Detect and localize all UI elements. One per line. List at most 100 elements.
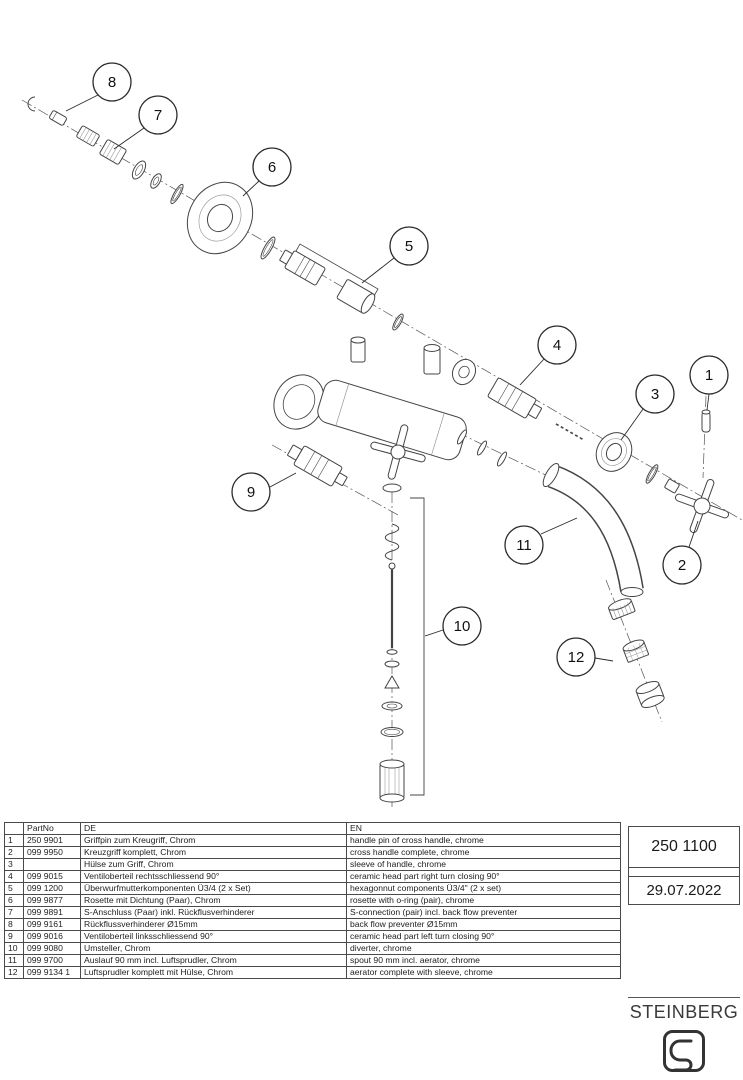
svg-text:11: 11	[516, 537, 532, 554]
svg-text:8: 8	[108, 74, 116, 91]
cell-en: aerator complete with sleeve, chrome	[346, 966, 621, 979]
callout-3: 3	[620, 374, 675, 441]
cell-partno: 099 9016	[23, 930, 81, 943]
cell-de: Rosette mit Dichtung (Paar), Chrom	[80, 894, 347, 907]
cell-de: Griffpin zum Kreugriff, Chrom	[80, 834, 347, 847]
group-bracket	[410, 497, 425, 796]
part-4-ceramic-head-right	[487, 377, 585, 441]
col-header-partno: PartNo	[23, 822, 81, 835]
cell-en: cross handle complete, chrome	[346, 846, 621, 859]
cell-de: Kreuzgriff komplett, Chrom	[80, 846, 347, 859]
s-connection-o-rings	[456, 429, 508, 467]
svg-text:3: 3	[651, 386, 659, 403]
brand-block: STEINBERG	[628, 997, 740, 1074]
group-bracket	[295, 243, 379, 297]
cell-index: 6	[4, 894, 24, 907]
cell-index: 7	[4, 906, 24, 919]
cell-index: 2	[4, 846, 24, 859]
cell-en: diverter, chrome	[346, 942, 621, 955]
cell-en: handle pin of cross handle, chrome	[346, 834, 621, 847]
cell-de: Rückflussverhinderer Ø15mm	[80, 918, 347, 931]
cell-de: Luftsprudler komplett mit Hülse, Chrom	[80, 966, 347, 979]
cell-index: 8	[4, 918, 24, 931]
cell-en: ceramic head part right turn closing 90°	[346, 870, 621, 883]
part-1-handle-pin	[701, 409, 711, 433]
callout-2: 2	[662, 520, 702, 585]
pin-axis-line	[702, 395, 707, 479]
callout-4: 4	[519, 325, 577, 386]
small-cylinder	[350, 336, 366, 363]
cell-en: back flow preventer Ø15mm	[346, 918, 621, 931]
callout-11: 11	[504, 517, 578, 565]
callout-10: 10	[424, 606, 482, 646]
svg-text:1: 1	[705, 367, 713, 384]
part-9-ceramic-head-left	[287, 444, 348, 487]
cell-de: Auslauf 90 mm incl. Luftsprudler, Chrom	[80, 954, 347, 967]
faucet-body	[273, 344, 477, 493]
part-3-handle-sleeve	[595, 432, 633, 472]
cell-index: 12	[4, 966, 24, 979]
cell-partno: 099 9700	[23, 954, 81, 967]
part-2-cross-handle	[674, 478, 730, 534]
col-header-en: EN	[346, 822, 621, 835]
mounted-cross-handle	[370, 424, 426, 480]
callout-12: 12	[556, 637, 614, 677]
cell-en: sleeve of handle, chrome	[346, 858, 621, 871]
cell-de: Umsteller, Chrom	[80, 942, 347, 955]
cell-index: 4	[4, 870, 24, 883]
cell-partno: 099 9080	[23, 942, 81, 955]
table-header-row: PartNo DE EN	[4, 822, 621, 835]
svg-text:4: 4	[553, 337, 561, 354]
cell-partno: 250 9901	[23, 834, 81, 847]
o-ring-small	[392, 313, 404, 331]
svg-text:5: 5	[405, 238, 413, 255]
cell-partno: 099 9161	[23, 918, 81, 931]
cell-index: 9	[4, 930, 24, 943]
cell-en: rosette with o-ring (pair), chrome	[346, 894, 621, 907]
callout-7: 7	[113, 95, 178, 150]
main-axis-line	[21, 99, 743, 521]
cell-en: ceramic head part left turn closing 90°	[346, 930, 621, 943]
cell-partno: 099 9877	[23, 894, 81, 907]
cell-partno: 099 9134 1	[23, 966, 81, 979]
col-header-de: DE	[80, 822, 347, 835]
callout-9: 9	[231, 472, 297, 512]
doc-number-box: 250 1100	[628, 826, 740, 868]
svg-text:6: 6	[268, 159, 276, 176]
cell-partno: 099 1200	[23, 882, 81, 895]
col-header-index	[4, 822, 24, 835]
cell-partno: 099 9015	[23, 870, 81, 883]
svg-text:12: 12	[568, 649, 585, 666]
callout-1: 1	[689, 355, 729, 411]
callout-8: 8	[65, 62, 132, 112]
part-5-hexagon-nuts	[279, 243, 379, 314]
doc-date: 29.07.2022	[646, 882, 722, 899]
cell-de: S-Anschluss (Paar) inkl. Rückflusverhind…	[80, 906, 347, 919]
spring	[384, 523, 400, 561]
doc-number: 250 1100	[651, 838, 717, 855]
svg-text:2: 2	[678, 557, 686, 574]
cell-de: Überwurfmutterkomponenten Ü3/4 (2 x Set)	[80, 882, 347, 895]
cell-de: Ventiloberteil linksschliessend 90°	[80, 930, 347, 943]
part-6-rosette	[186, 181, 254, 255]
cell-de: Ventiloberteil rechtsschliessend 90°	[80, 870, 347, 883]
steinberg-logo-icon	[663, 1030, 705, 1072]
svg-text:7: 7	[154, 107, 162, 124]
cell-index: 5	[4, 882, 24, 895]
svg-text:10: 10	[454, 618, 471, 635]
part-8-backflow-preventer	[27, 96, 67, 126]
cell-en: spout 90 mm incl. aerator, chrome	[346, 954, 621, 967]
callout-6: 6	[242, 147, 292, 197]
doc-date-box: 29.07.2022	[628, 876, 740, 905]
cell-en: S-connection (pair) incl. back flow prev…	[346, 906, 621, 919]
part-7-s-connection	[76, 125, 184, 205]
